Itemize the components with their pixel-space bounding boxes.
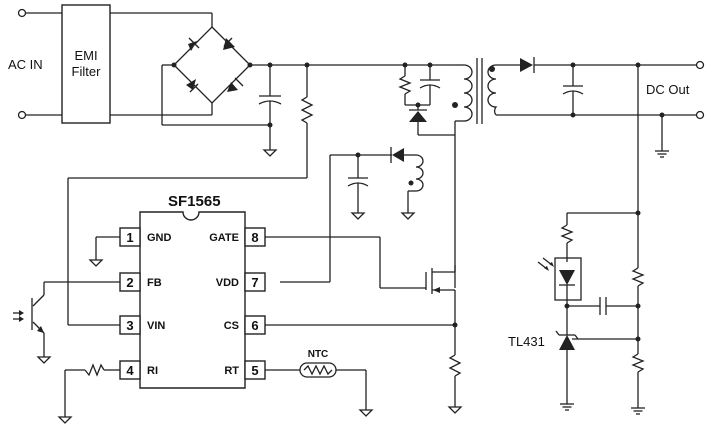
pin7-name: VDD — [216, 277, 239, 289]
pin4-name: RI — [147, 365, 158, 377]
pin2-number: 2 — [126, 275, 133, 290]
output-rectifier — [520, 57, 697, 73]
dc-output: DC Out — [635, 60, 705, 213]
optocoupler — [13, 281, 120, 364]
pin2-name: FB — [147, 277, 162, 289]
ac-in-label: AC IN — [8, 57, 43, 72]
pin1-number: 1 — [126, 230, 133, 245]
dc-out-label: DC Out — [646, 82, 690, 97]
pin5-number: 5 — [251, 363, 258, 378]
pin6-number: 6 — [251, 318, 258, 333]
pin4-number: 4 — [126, 363, 134, 378]
pin8-number: 8 — [251, 230, 258, 245]
dc-terminal-bottom — [695, 110, 705, 120]
ac-terminal-bottom — [17, 110, 27, 120]
pin6-name: CS — [224, 320, 239, 332]
pin5-name: RT — [224, 365, 239, 377]
pin7-number: 7 — [251, 275, 258, 290]
controller-ic: SF1565 1 2 3 4 8 7 6 5 GND FB VIN RI GAT… — [58, 193, 266, 424]
chip-label: SF1565 — [168, 193, 221, 210]
ntc-label: NTC — [308, 349, 329, 360]
opto-led-box — [554, 257, 582, 301]
bridge-rectifier — [161, 26, 270, 126]
ac-input: AC IN — [8, 8, 62, 120]
pin8-name: GATE — [209, 232, 239, 244]
emi-label-2: Filter — [72, 64, 102, 79]
mosfet — [265, 236, 458, 330]
current-sense-resistor — [265, 324, 462, 414]
dc-terminal-top — [695, 60, 705, 70]
pin3-name: VIN — [147, 320, 165, 332]
secondary-feedback: TL431 — [508, 210, 646, 415]
bulk-capacitor — [250, 62, 455, 157]
output-capacitor — [562, 62, 584, 118]
emi-filter: EMI Filter — [61, 4, 213, 124]
pin1-name: GND — [147, 232, 172, 244]
ntc-thermistor: NTC — [265, 349, 373, 417]
startup-resistor — [67, 62, 314, 326]
emi-label-1: EMI — [74, 48, 97, 63]
tl431-label: TL431 — [508, 334, 545, 349]
rcd-snubber — [398, 62, 455, 136]
ac-terminal-top — [17, 8, 27, 18]
pin3-number: 3 — [126, 318, 133, 333]
aux-winding — [280, 147, 424, 283]
